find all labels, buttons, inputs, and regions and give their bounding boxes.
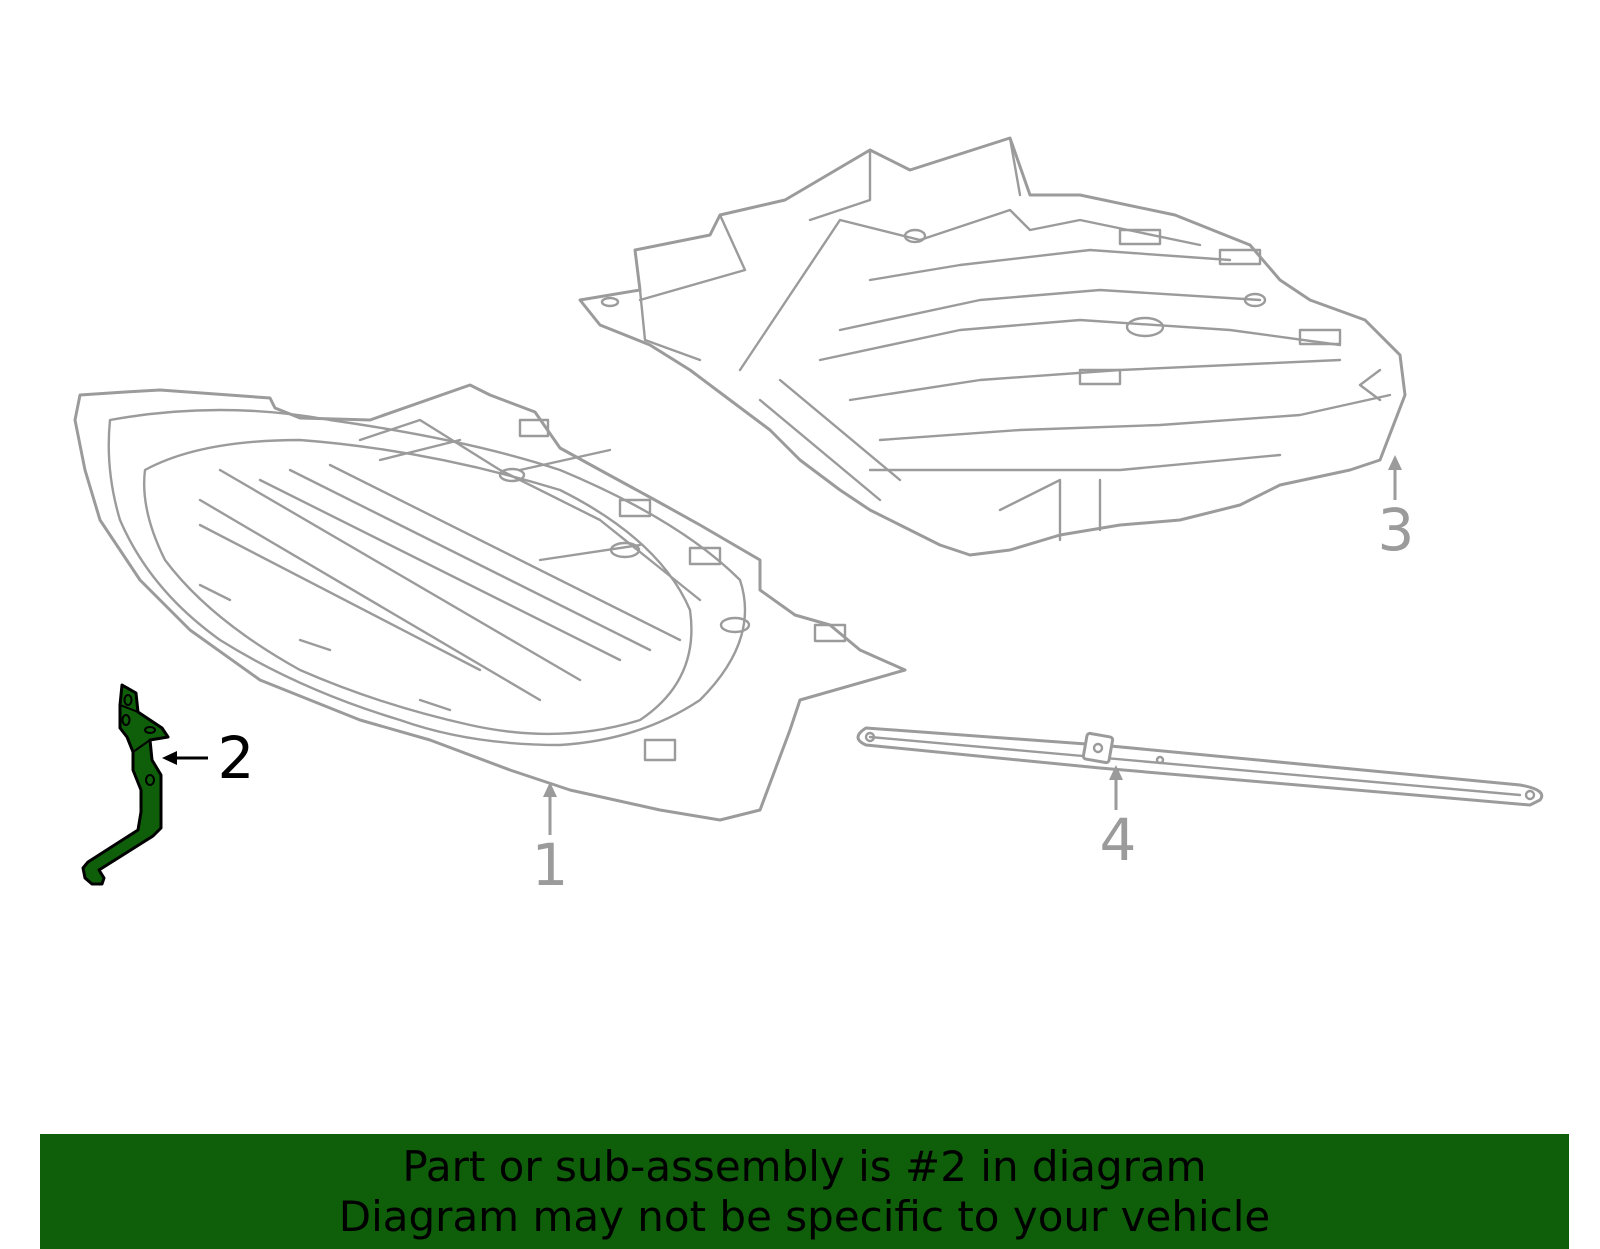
callout-4-leader	[1109, 765, 1123, 810]
callout-3-leader	[1388, 455, 1402, 500]
banner-line-1: Part or sub-assembly is #2 in diagram	[402, 1142, 1207, 1191]
part-3-rear-shield[interactable]	[578, 136, 1407, 557]
callout-1-leader	[543, 782, 557, 835]
part-1-lower-shield[interactable]	[73, 383, 907, 822]
banner-line-2: Diagram may not be specific to your vehi…	[338, 1192, 1271, 1241]
callout-2-leader	[162, 751, 208, 765]
callout-2-number: 2	[218, 724, 255, 792]
callout-3-number: 3	[1378, 496, 1415, 564]
part-2-bracket[interactable]	[81, 683, 170, 886]
callout-4-number: 4	[1100, 806, 1137, 874]
part-4-support-bar[interactable]	[856, 726, 1544, 807]
info-banner: Part or sub-assembly is #2 in diagram Di…	[40, 1134, 1569, 1249]
callout-1-number: 1	[532, 831, 569, 899]
